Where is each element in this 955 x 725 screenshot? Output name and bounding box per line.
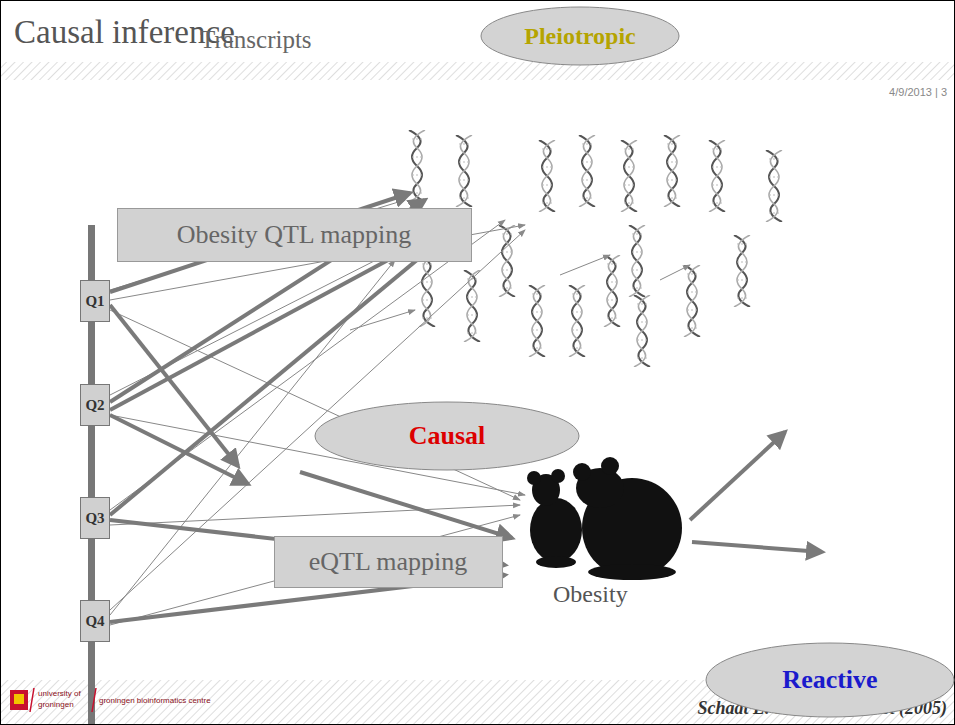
node-label: Reactive bbox=[782, 665, 877, 695]
node-label: Q1 bbox=[85, 293, 104, 310]
mouse-illustration bbox=[588, 564, 676, 580]
thin-arrow bbox=[560, 255, 610, 275]
university-crest bbox=[10, 688, 96, 712]
university-crest bbox=[92, 688, 96, 712]
thin-arrow bbox=[660, 265, 690, 280]
transcript-helix bbox=[539, 140, 555, 212]
ellipse-outline bbox=[706, 643, 954, 717]
transcript-helix bbox=[634, 295, 650, 367]
logo-text: groningen bioinformatics centre bbox=[99, 696, 211, 705]
transcript-helix bbox=[529, 285, 545, 357]
qtl-box: Q4 bbox=[80, 600, 110, 642]
transcript-helix bbox=[734, 235, 750, 307]
university-crest bbox=[30, 688, 34, 712]
node-label: Q2 bbox=[85, 397, 104, 414]
logo-text: groningen bbox=[38, 700, 74, 709]
phenotype-label: Obesity bbox=[553, 581, 628, 608]
axis-label: Transcripts bbox=[200, 26, 312, 54]
header-band bbox=[0, 62, 955, 80]
transcript-helix bbox=[621, 140, 637, 212]
node-label: Q4 bbox=[85, 613, 104, 630]
thick-arrow bbox=[690, 432, 785, 520]
mouse-illustration bbox=[527, 471, 541, 485]
transcript-helix bbox=[409, 130, 425, 202]
node-label: Obesity QTL mapping bbox=[177, 220, 411, 250]
ellipse-outline bbox=[481, 7, 679, 65]
mouse-illustration bbox=[536, 556, 576, 568]
transcript-helix bbox=[569, 285, 585, 357]
mouse-illustration bbox=[601, 457, 619, 475]
node-label: eQTL mapping bbox=[309, 547, 468, 577]
thick-arrow bbox=[300, 472, 512, 538]
ellipse-outline bbox=[315, 402, 579, 470]
qtl-box: Q2 bbox=[80, 384, 110, 426]
qtl-box: Q1 bbox=[80, 280, 110, 322]
mouse-illustration bbox=[551, 469, 565, 483]
transcript-helix bbox=[604, 255, 620, 327]
thick-arrow bbox=[692, 542, 822, 552]
thick-arrow bbox=[110, 415, 248, 484]
node-label: Pleiotropic bbox=[524, 23, 636, 50]
mouse-illustration bbox=[527, 457, 682, 580]
thick-arrow bbox=[110, 193, 822, 622]
thick-arrow bbox=[110, 305, 238, 466]
category-ellipse: Causal bbox=[314, 401, 580, 471]
thin-arrow bbox=[350, 310, 415, 330]
transcript-helix bbox=[579, 135, 595, 207]
transcript-helix bbox=[684, 265, 700, 337]
method-box: eQTL mapping bbox=[274, 536, 503, 588]
transcript-helix bbox=[464, 270, 480, 342]
slide-number: 4/9/2013 | 3 bbox=[889, 86, 947, 98]
transcript-helix bbox=[709, 140, 725, 212]
transcript-helix bbox=[499, 225, 515, 297]
thin-arrow bbox=[110, 515, 520, 625]
mouse-illustration bbox=[573, 463, 591, 481]
transcript-helix bbox=[629, 225, 645, 297]
category-ellipse: Pleiotropic bbox=[480, 6, 680, 66]
university-crest bbox=[10, 690, 28, 710]
method-box: Obesity QTL mapping bbox=[117, 208, 472, 262]
logo-text: university of bbox=[38, 689, 81, 698]
transcript-helix bbox=[664, 135, 680, 207]
qtl-box: Q3 bbox=[80, 497, 110, 539]
university-crest bbox=[14, 694, 24, 704]
node-label: Q3 bbox=[85, 510, 104, 527]
node-label: Causal bbox=[409, 421, 486, 451]
transcript-helix bbox=[456, 135, 472, 207]
transcript-helix bbox=[419, 255, 435, 327]
thick-arrow bbox=[110, 245, 435, 515]
mouse-illustration bbox=[530, 498, 582, 562]
transcript-helix bbox=[766, 150, 782, 222]
category-ellipse: Reactive bbox=[705, 642, 955, 718]
